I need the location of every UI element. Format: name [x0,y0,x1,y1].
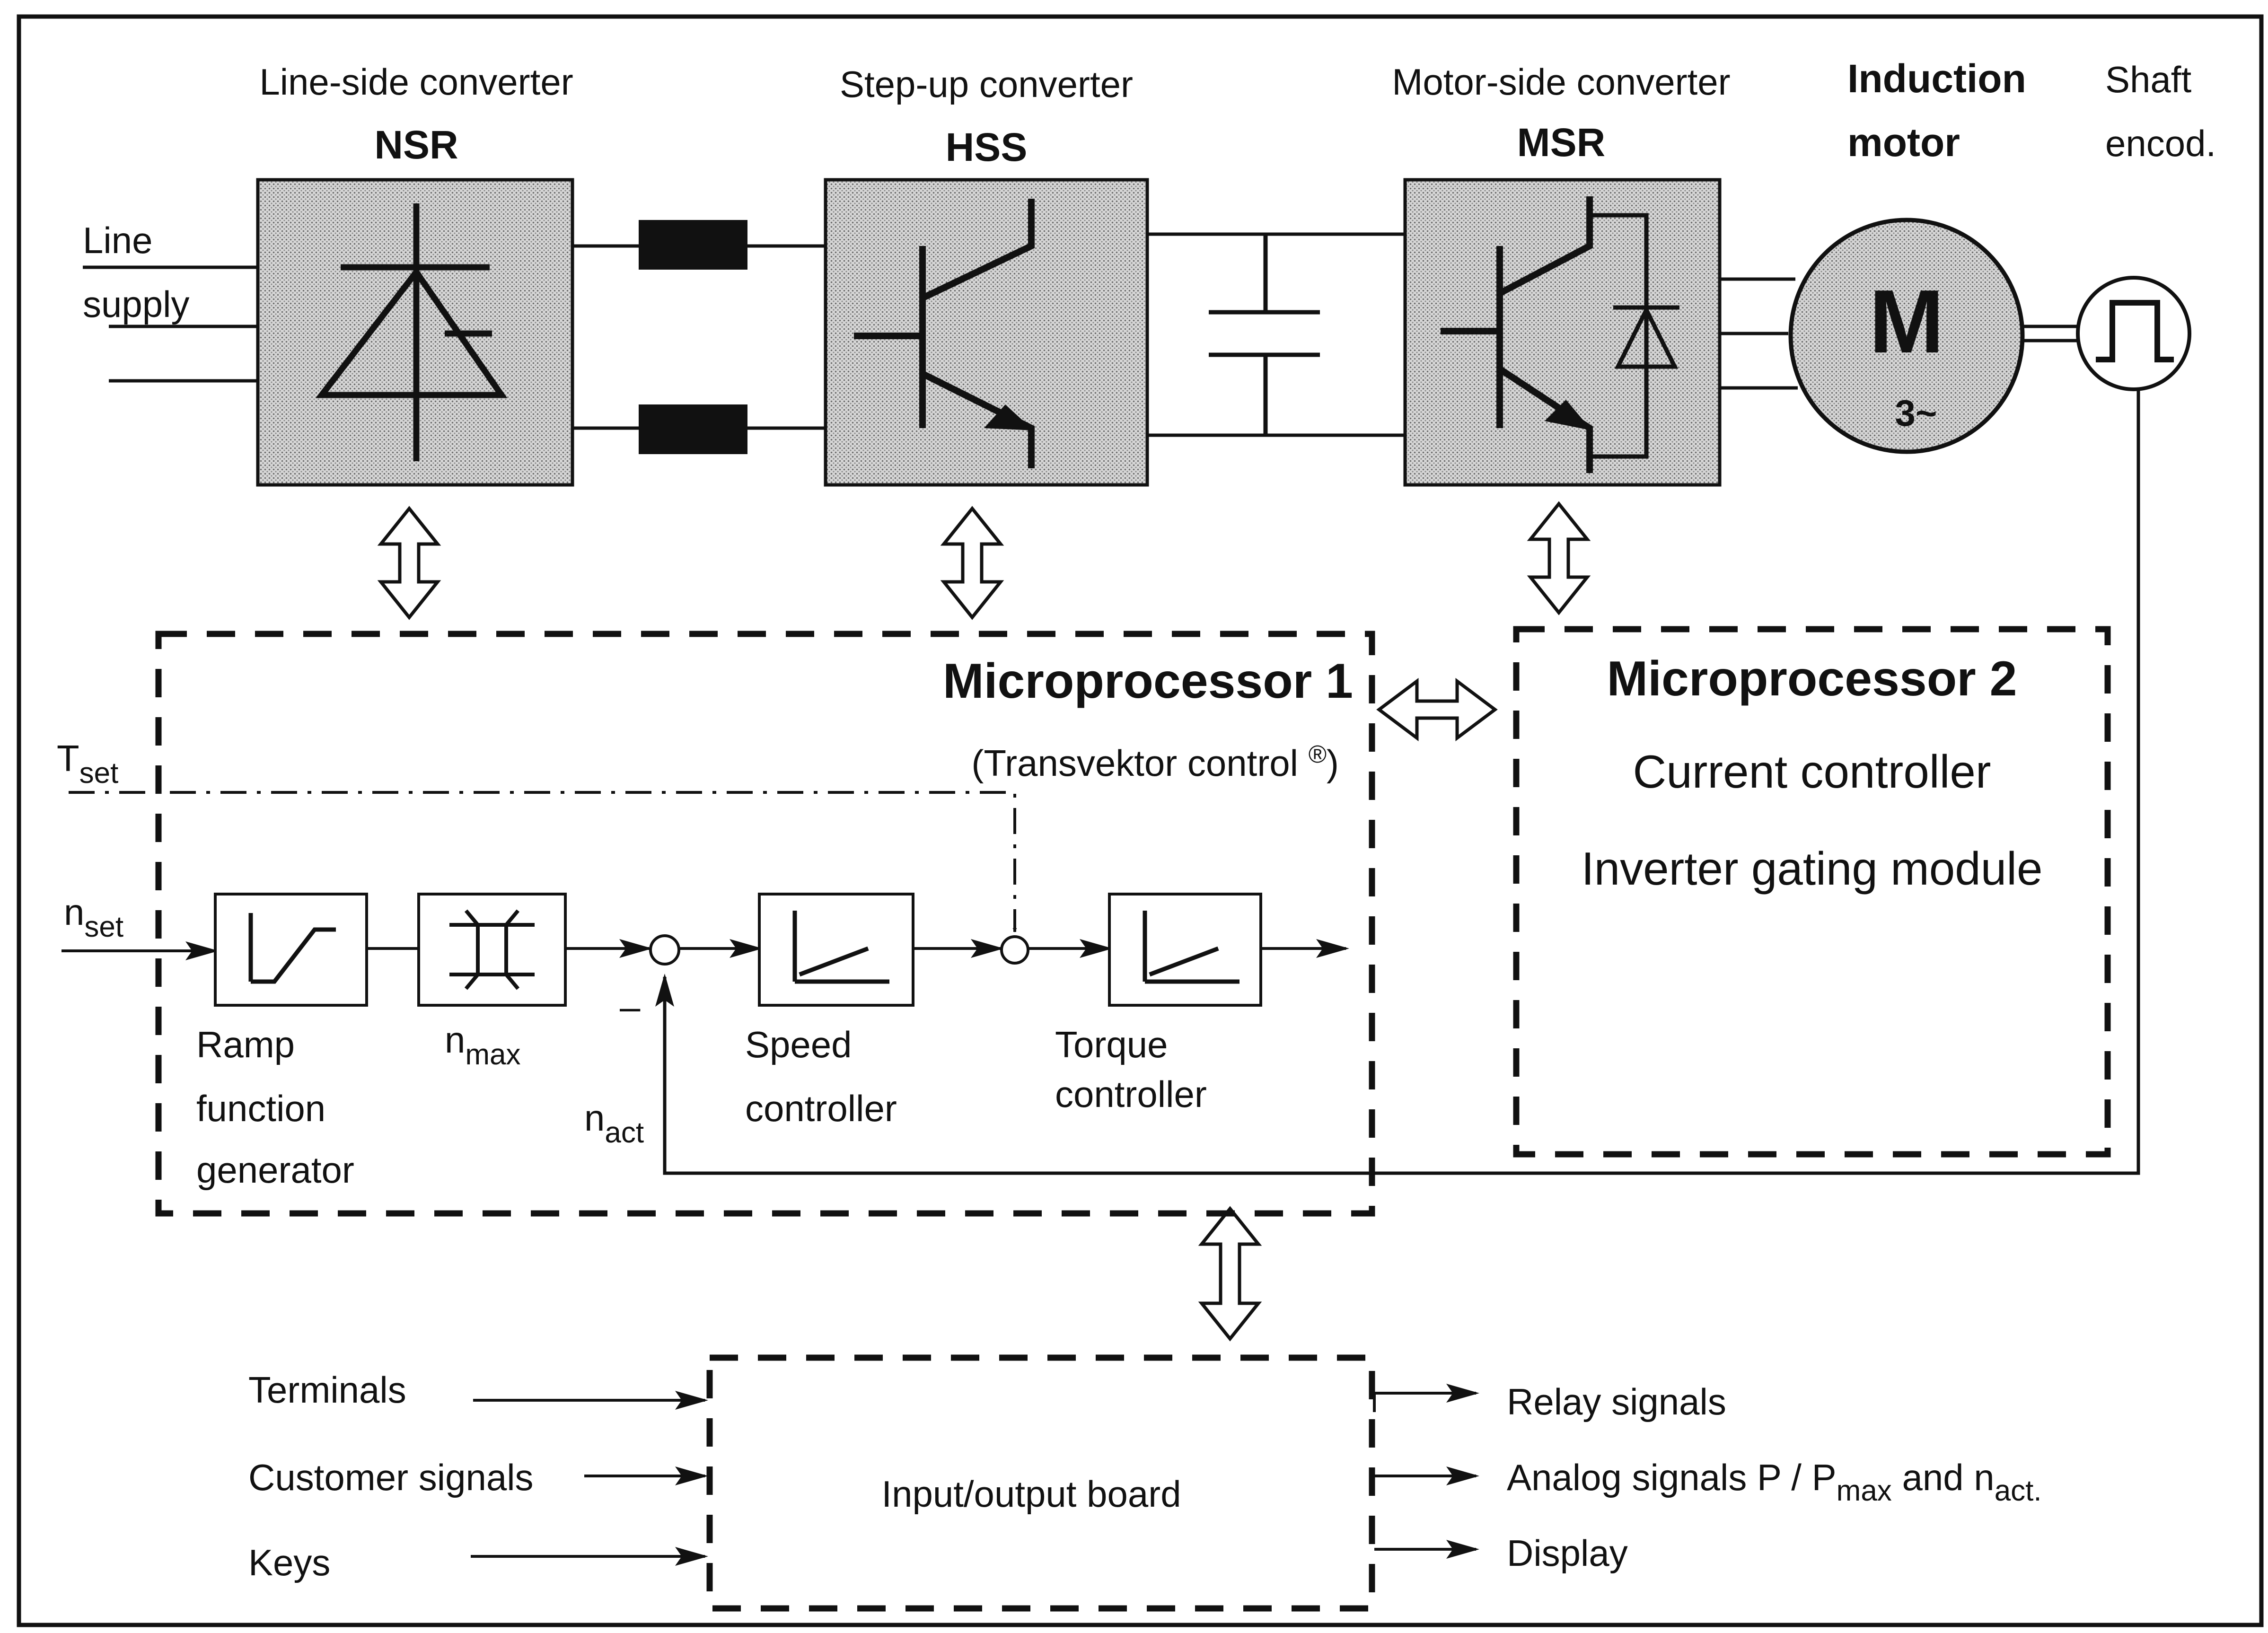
mp1-mp2-link-arrow [1376,678,1498,741]
relay-arrow [1373,1384,1479,1412]
msr-code: MSR [1517,120,1606,165]
io-board-box [706,1354,1375,1612]
torque-summing-junction [1000,935,1029,965]
transistor-emitter-arrow-msr [1545,400,1592,430]
microprocessor-1-box [155,631,1375,1217]
encoder-caption-2: encod. [2105,123,2216,164]
output-relay-signals: Relay signals [1507,1381,1726,1422]
ramp-caption-1: Ramp [196,1024,295,1065]
pulse-icon [2096,300,2174,362]
induction-motor [1788,218,2025,454]
mp1-title: Microprocessor 1 [943,654,1353,709]
minus-sign: – [620,986,641,1027]
line-supply-label-2: supply [83,283,189,325]
ramp-caption-3: generator [196,1149,354,1191]
msr-link-arrow [1527,501,1591,615]
mp1-subtitle: (Transvektor control ®) [971,741,1339,784]
speed-summing-junction [649,934,680,966]
outer-frame [17,14,2264,1627]
n-set-label: nset [64,891,123,943]
hss-link-arrow [940,506,1004,620]
ramp-caption-2: function [196,1088,325,1129]
motor-caption-2: motor [1847,120,1960,165]
rectifier-symbol [315,203,508,461]
hss-converter-box [824,178,1149,487]
encoder-caption-1: Shaft [2105,59,2191,100]
speed-caption-1: Speed [745,1024,852,1065]
mp2-line-1: Current controller [1633,746,1991,798]
motor-caption-1: Induction [1847,56,2026,101]
t-set-label: Tset [57,737,118,790]
choke-upper [639,220,747,270]
mp2-line-2: Inverter gating module [1581,843,2042,895]
hss-caption: Step-up converter [840,63,1133,105]
input-keys: Keys [248,1542,330,1583]
motor-phase-wires [1720,277,1798,390]
torque-setpoint-line [69,791,1017,932]
io-link-arrow [1198,1206,1262,1342]
motor-shaft [2022,325,2079,342]
shaft-encoder [2076,276,2191,391]
nmax-caption: nmax [445,1019,521,1071]
speed-feedback-line [655,389,2140,1175]
motor-symbol: M [1869,272,1944,372]
motor-phase-label: 3~ [1895,392,1937,434]
nsr-code: NSR [374,123,458,167]
mp2-title: Microprocessor 2 [1607,651,2017,706]
line-supply-wires [83,265,258,383]
nsr-caption: Line-side converter [259,61,573,103]
input-terminals: Terminals [248,1369,406,1411]
msr-caption: Motor-side converter [1392,61,1730,103]
speed-caption-2: controller [745,1088,897,1129]
ramp-function-block [214,893,368,1007]
hss-code: HSS [946,125,1028,169]
speed-controller-block [758,893,914,1007]
ramp-icon [248,913,336,984]
torque-caption-1: Torque [1055,1024,1168,1065]
output-analog-signals: Analog signals P / Pmax and nact. [1507,1457,2042,1507]
io-board-label: Input/output board [881,1473,1181,1515]
microprocessor-2-box [1513,626,2111,1158]
nsr-link-arrow [377,506,441,620]
pi-controller-icon-torque [1143,911,1239,984]
output-display: Display [1507,1532,1628,1574]
transistor-symbol-hss [854,199,1035,468]
transistor-emitter-arrow-hss [984,404,1034,430]
line-supply-label-1: Line [83,219,152,261]
torque-caption-2: controller [1055,1073,1207,1115]
limiter-icon [449,909,535,990]
double-arrows [377,501,1591,1342]
pi-controller-icon-speed [792,911,889,984]
nmax-limiter-block [417,893,567,1007]
input-customer-signals: Customer signals [248,1457,534,1498]
dc-link-capacitor [1209,234,1320,435]
n-act-label: nact [584,1097,644,1149]
torque-controller-block [1108,893,1262,1007]
choke-lower [639,404,747,454]
